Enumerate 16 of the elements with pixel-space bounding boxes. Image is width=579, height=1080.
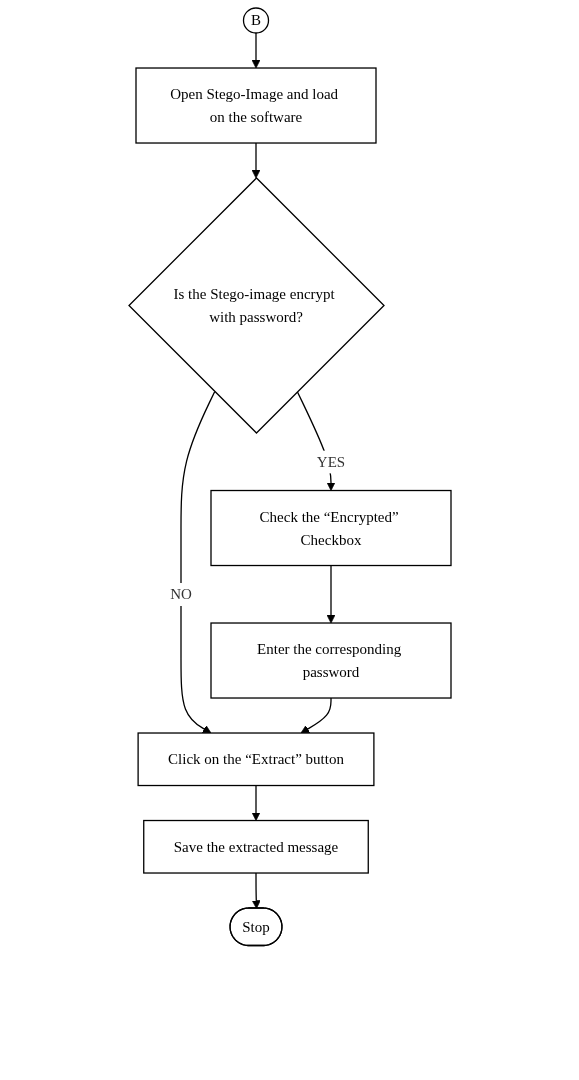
node-diamond: Is the Stego-image encrypt with password? bbox=[127, 177, 385, 434]
arrow bbox=[300, 697, 332, 734]
arrow bbox=[326, 564, 335, 624]
node-box: Open Stego-Image and load on the software bbox=[134, 67, 377, 144]
node-box: Click on the “Extract” button bbox=[136, 732, 375, 787]
arrow bbox=[251, 784, 260, 821]
node-box: Save the extracted message bbox=[142, 819, 369, 874]
node-circle: B bbox=[242, 7, 269, 34]
arrow bbox=[251, 142, 260, 179]
arrow bbox=[179, 391, 215, 734]
node-box: Check the “Encrypted” Checkbox bbox=[209, 489, 452, 567]
edge-label: YES bbox=[316, 453, 345, 470]
node-box: Enter the corresponding password bbox=[209, 622, 452, 699]
arrow bbox=[251, 872, 261, 909]
arrow bbox=[251, 32, 260, 69]
edge-label: NO bbox=[169, 586, 192, 603]
